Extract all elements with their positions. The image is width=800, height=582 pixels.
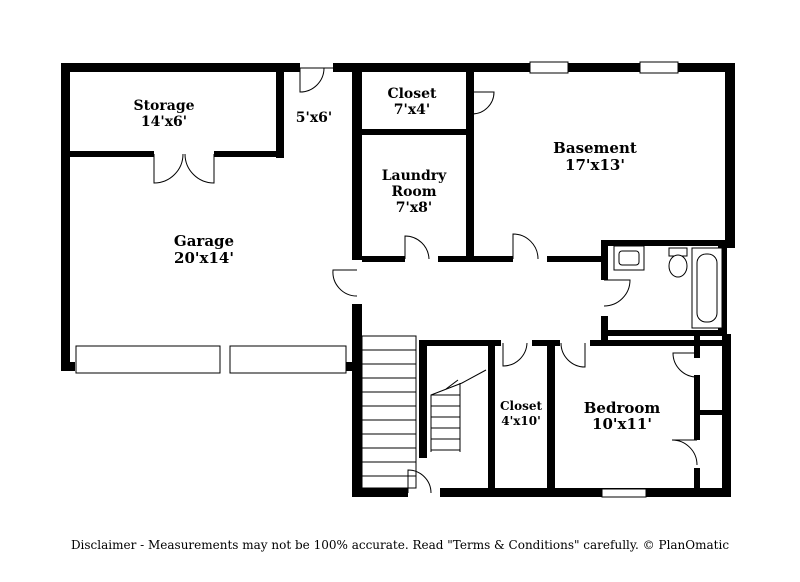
bedroom-label: Bedroom [584,399,661,417]
disclaimer-text: Disclaimer - Measurements may not be 100… [70,538,730,552]
laundry-size: 7'x8' [396,200,432,216]
garage-size: 20'x14' [174,249,234,267]
basement-label: Basement [553,139,637,157]
garage-label: Garage [174,232,234,250]
bathroom-fixtures [613,245,723,329]
room-labels: Storage 14'x6' 5'x6' Closet 7'x4' Baseme… [133,86,660,433]
closet-top-label: Closet [387,86,437,102]
windows [75,61,679,498]
stairs [361,335,487,489]
storage-label: Storage [133,98,194,114]
laundry-label-line1: Laundry [382,168,447,184]
basement-size: 17'x13' [565,156,625,174]
closet-small-label: Closet [500,399,543,413]
door-swings [153,67,698,494]
laundry-label-line2: Room [391,184,436,200]
bedroom-size: 10'x11' [592,415,652,433]
closet-small-size: 4'x10' [501,414,541,428]
closet-top-size: 7'x4' [394,102,430,118]
storage-size: 14'x6' [141,114,187,130]
entry-size: 5'x6' [296,110,332,126]
